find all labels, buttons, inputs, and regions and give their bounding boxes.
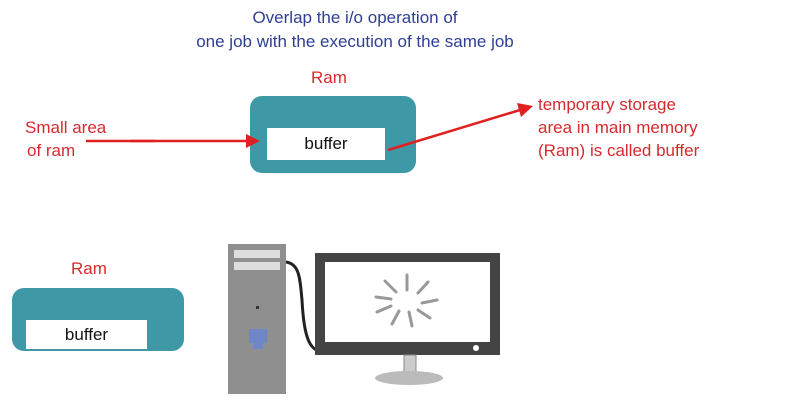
right-note-line-1: temporary storage <box>538 95 676 114</box>
right-note-line-2: area in main memory <box>538 118 698 137</box>
title-line-1: Overlap the i/o operation of <box>252 8 458 27</box>
left-note-line-1: Small area <box>25 118 107 137</box>
buffer-box-top: buffer <box>267 128 385 160</box>
arrow-right <box>387 103 533 152</box>
computer-icon <box>228 244 500 394</box>
ram-label-top: Ram <box>311 68 347 87</box>
ram-label-bottom: Ram <box>71 259 107 278</box>
left-note-line-2: of ram <box>27 141 76 160</box>
loading-spinner-icon <box>374 273 439 328</box>
title-line-2: one job with the execution of the same j… <box>196 32 514 51</box>
arrow-left <box>86 134 260 148</box>
right-note-line-3: (Ram) is called buffer <box>538 141 700 160</box>
buffer-box-bottom: buffer <box>26 320 147 349</box>
